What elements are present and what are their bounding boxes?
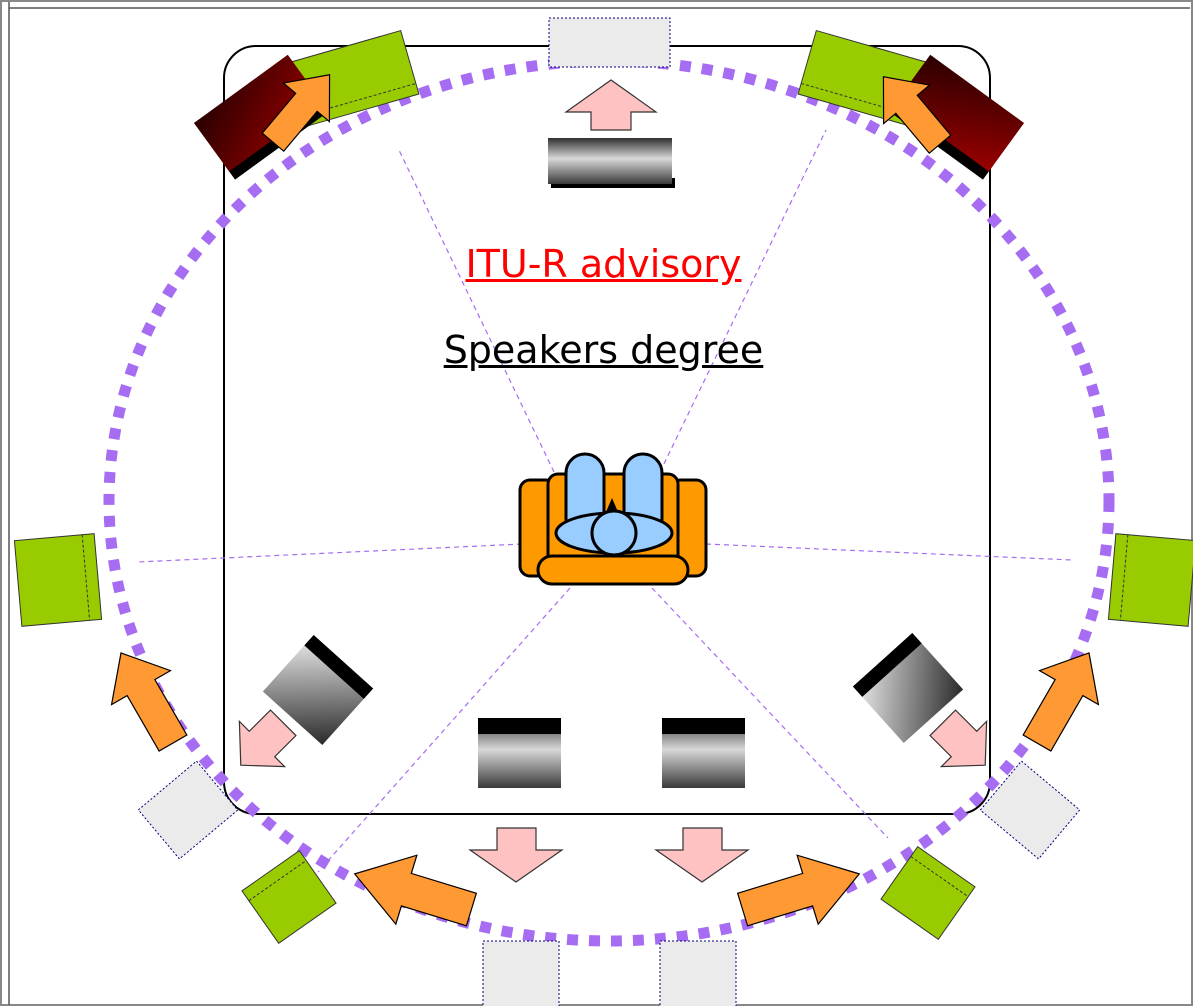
pink-arrow-down-left (468, 827, 564, 883)
diagram-title: ITU-R advisory (465, 242, 742, 286)
placeholder-box-bottom-left (482, 940, 560, 1006)
speaker-rear-left-green (241, 850, 337, 944)
placeholder-boxes (137, 17, 1081, 1006)
orange-arrow-rear-left (353, 854, 478, 927)
pink-arrow-rear-right (929, 709, 988, 768)
diagram-subtitle: Speakers degree (443, 328, 764, 372)
placeholder-box-top (548, 17, 671, 68)
speaker-center-gray (548, 138, 675, 188)
guide-line-front-right (659, 129, 827, 473)
orange-arrow-rear-right (736, 854, 861, 927)
speaker-side-left-green (13, 533, 103, 627)
placeholder-box-rear-left (137, 760, 239, 860)
listener-head (590, 509, 638, 557)
pink-arrow-up-center (564, 79, 658, 131)
pink-arrows (238, 79, 988, 883)
sofa-seat (536, 554, 690, 586)
pink-arrow-down-right (654, 827, 750, 883)
guide-line-side-left (137, 543, 523, 563)
speaker-circle (103, 55, 1115, 947)
guide-line-rear-right (651, 587, 889, 839)
guide-line-side-right (705, 543, 1073, 561)
speaker-rear-right-green (880, 846, 976, 940)
orange-arrow-front-left (261, 74, 331, 153)
orange-arrow-front-right (882, 76, 952, 155)
speaker-rear-center-right-gray (662, 718, 745, 788)
speaker-surround-left-gray (262, 634, 374, 746)
listener-nose (606, 498, 618, 512)
guide-line-front-left (397, 147, 555, 473)
orange-arrows (110, 74, 1100, 927)
green-speakers (13, 29, 1193, 944)
guide-line-rear-left (317, 587, 571, 873)
speaker-surround-right-gray (852, 632, 964, 744)
orange-arrow-surround-right (1022, 652, 1100, 752)
orange-arrow-surround-left (110, 652, 188, 752)
speaker-side-right-green (1107, 533, 1193, 627)
listener-on-sofa-icon (518, 452, 708, 586)
gray-speakers (262, 138, 964, 788)
angle-guide-lines (137, 129, 1073, 873)
speaker-rear-center-left-gray (478, 718, 561, 788)
placeholder-box-bottom-right (659, 940, 737, 1006)
pink-arrow-rear-left (238, 709, 297, 768)
